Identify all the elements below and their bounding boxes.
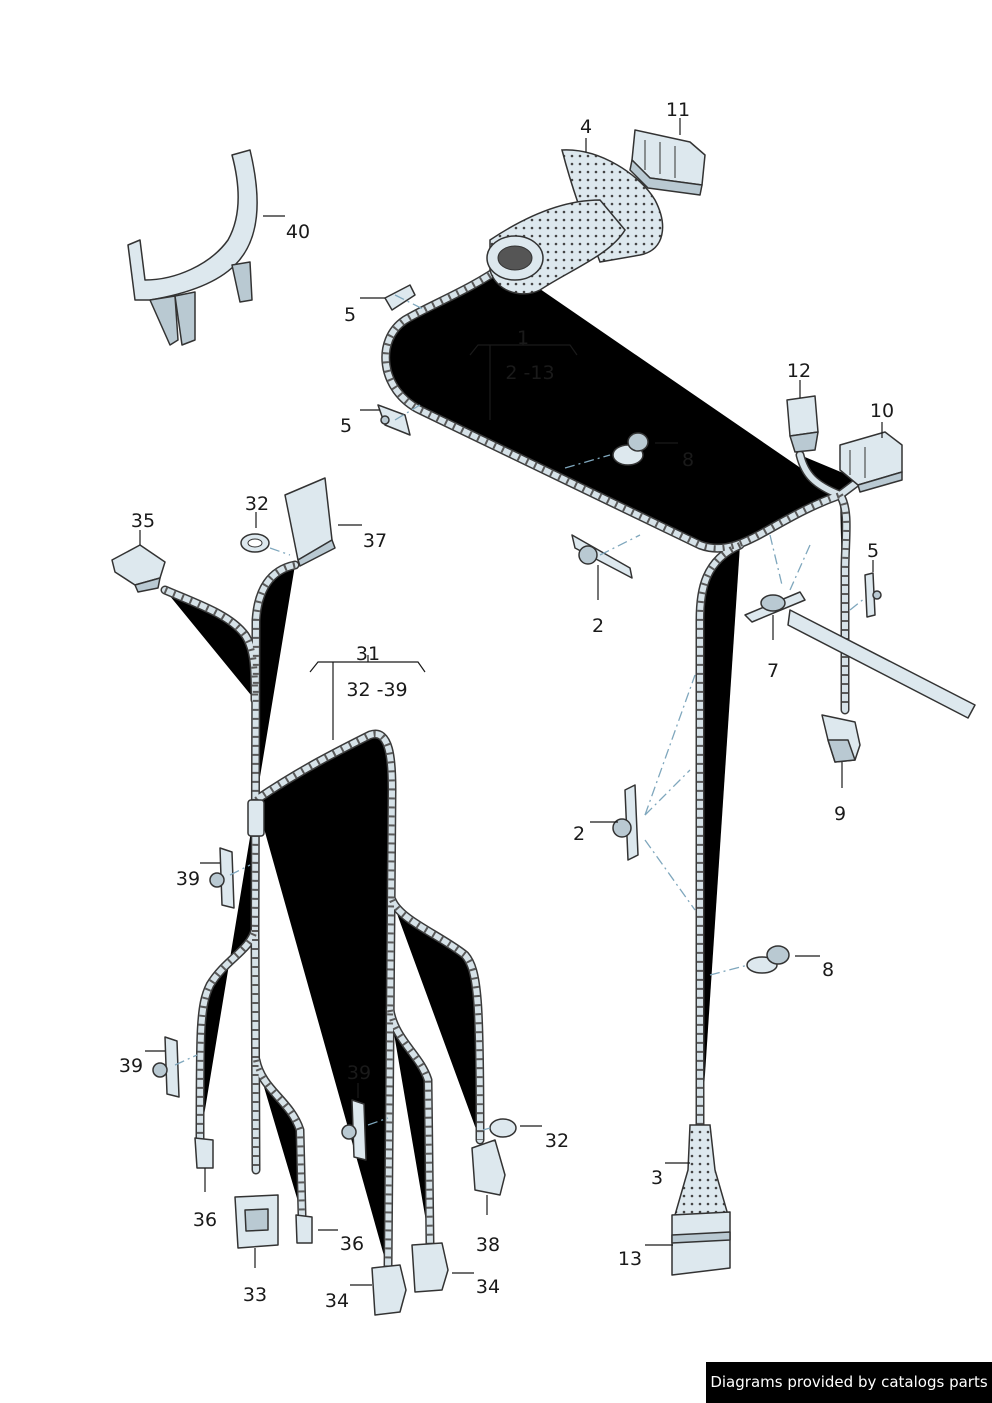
- label-11: 11: [666, 99, 690, 121]
- label-31-range: 32 -39: [346, 679, 407, 701]
- part-7-cable-tie: [744, 591, 976, 719]
- part-32-grommet-b: [489, 1118, 517, 1138]
- label-5-a: 5: [344, 304, 356, 326]
- part-13-connector: [671, 1211, 731, 1276]
- dashed-leaders: [174, 294, 866, 1131]
- part-8-clip-b: [746, 945, 790, 974]
- part-39-clip-c: [341, 1099, 367, 1161]
- part-36-connector-a: [194, 1137, 214, 1169]
- part-37-holder: [284, 477, 336, 567]
- label-33: 33: [243, 1284, 267, 1306]
- label-4: 4: [580, 116, 592, 138]
- part-4-grommet: [486, 149, 664, 295]
- part-5-clip-b: [377, 404, 411, 436]
- label-1-range: 2 -13: [505, 362, 554, 384]
- part-8-clip-a: [612, 432, 649, 466]
- part-40-bracket: [127, 149, 258, 346]
- label-34-a: 34: [325, 1290, 349, 1312]
- part-3-sleeve: [674, 1124, 729, 1216]
- part-34-connector-b: [411, 1242, 449, 1293]
- main-harness-wires: [385, 265, 860, 1150]
- part-9-connector: [821, 714, 861, 763]
- label-2-b: 2: [573, 823, 585, 845]
- part-39-clip-a: [209, 847, 235, 909]
- part-5-clip-c: [864, 572, 882, 618]
- label-39-a: 39: [176, 868, 200, 890]
- part-2-holder-a: [571, 534, 633, 579]
- part-labels: 4 11 40 5 1 2 -13 5 8 12 10 5 2 7 9 2 8 …: [119, 99, 894, 1312]
- part-11-connector: [629, 129, 706, 196]
- credit-banner: Diagrams provided by catalogs parts: [706, 1362, 992, 1403]
- part-33-connector: [234, 1194, 279, 1249]
- label-39-b: 39: [119, 1055, 143, 1077]
- label-9: 9: [834, 803, 846, 825]
- label-32-a: 32: [245, 493, 269, 515]
- part-38-holder: [471, 1139, 506, 1196]
- label-5-b: 5: [340, 415, 352, 437]
- part-10-connector: [839, 431, 903, 493]
- label-8-b: 8: [822, 959, 834, 981]
- part-2-holder-b: [612, 784, 639, 861]
- label-2-a: 2: [592, 615, 604, 637]
- part-12-connector: [786, 395, 819, 453]
- label-38: 38: [476, 1234, 500, 1256]
- part-36-connector-b: [295, 1214, 313, 1244]
- label-35: 35: [131, 510, 155, 532]
- label-10: 10: [870, 400, 894, 422]
- label-36-a: 36: [193, 1209, 217, 1231]
- label-39-c: 39: [347, 1062, 371, 1084]
- label-12: 12: [787, 360, 811, 382]
- part-35-connector: [111, 544, 166, 593]
- leader-lines: [139, 118, 883, 1286]
- label-32-b: 32: [545, 1130, 569, 1152]
- label-7: 7: [767, 660, 779, 682]
- label-40: 40: [286, 221, 310, 243]
- label-1: 1: [517, 327, 529, 349]
- label-31: 31: [356, 643, 380, 665]
- harness-sleeve: [247, 799, 265, 837]
- part-34-connector-a: [371, 1264, 407, 1316]
- label-8-a: 8: [682, 449, 694, 471]
- label-36-b: 36: [340, 1233, 364, 1255]
- label-5-c: 5: [867, 540, 879, 562]
- label-3: 3: [651, 1167, 663, 1189]
- label-13: 13: [618, 1248, 642, 1270]
- part-32-grommet-a: [240, 533, 270, 553]
- label-37: 37: [363, 530, 387, 552]
- label-34-b: 34: [476, 1276, 500, 1298]
- part-39-clip-b: [152, 1036, 180, 1098]
